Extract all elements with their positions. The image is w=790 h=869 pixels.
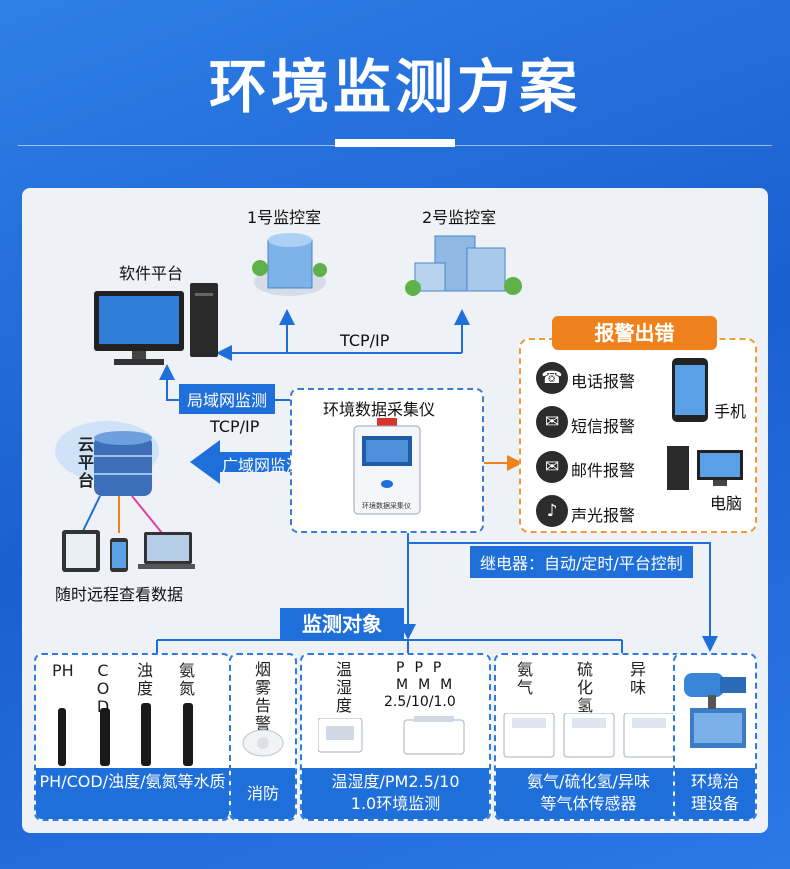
mail-icon: ✉: [536, 451, 568, 483]
software-label: 软件平台: [119, 264, 184, 283]
environment-footer-line2: 1.0环境监测: [350, 794, 441, 813]
treatment-footer-line1: 环境治: [690, 772, 739, 791]
param-smoke: 烟雾告警: [254, 660, 271, 733]
temp-humidity-sensor-icon: [318, 718, 363, 753]
gas-footer-line2: 等气体传感器: [540, 794, 637, 813]
param-ammonia: 氨氮: [178, 661, 195, 698]
phone-icon: ☎: [536, 362, 568, 394]
connector-lines: [81, 309, 718, 653]
ph-probe-icon: [58, 708, 66, 766]
environment-footer-line1: 温湿度/PM2.5/10: [331, 772, 460, 791]
param-odor: 异味: [629, 660, 646, 697]
pm-row-bottom: 2.5/10/1.0: [384, 694, 456, 710]
lan-tag: 局域网监测: [179, 384, 276, 414]
monitor-objects-title: 监测对象: [280, 608, 404, 640]
alarm-item-siren: 声光报警: [571, 506, 636, 525]
relay-tag: 继电器：自动/定时/平台控制: [470, 546, 693, 578]
page-title: 环境监测方案: [208, 53, 581, 121]
alarm-item-sms: 短信报警: [571, 417, 636, 436]
building2-icon: [405, 235, 522, 296]
desktop-computer-icon: [94, 283, 218, 365]
cloud-label: 云平台: [77, 435, 94, 490]
alarm-title: 报警出错: [552, 316, 717, 350]
smoke-detector-icon: [242, 729, 284, 757]
pm-sensor-icon: [403, 716, 465, 755]
sms-icon: ✉: [536, 406, 568, 438]
building1-icon: [252, 233, 327, 296]
param-temp-humidity: 温湿度: [335, 660, 352, 715]
mobile-phone-icon: [672, 358, 708, 422]
pm-row-top: PPP: [396, 660, 452, 676]
wan-label: 广域网监测: [222, 456, 303, 475]
pc-device-label: 电脑: [710, 494, 743, 513]
treatment-footer: 环境治 理设备: [675, 768, 755, 819]
param-turbidity: 浊度: [136, 661, 153, 698]
cloud-server-icon: [55, 421, 159, 496]
data-collector-device-icon: [353, 418, 421, 515]
param-ph: PH: [52, 661, 74, 680]
remote-label: 随时远程查看数据: [55, 585, 184, 604]
param-ammonia-gas: 氨气: [516, 660, 533, 697]
water-quality-footer: PH/COD/浊度/氨氮等水质: [36, 768, 229, 819]
remote-devices-icon: [62, 530, 195, 572]
mist-cannon-icon: [684, 673, 746, 748]
phone-device-label: 手机: [714, 402, 747, 421]
collector-label: 环境数据采集仪: [323, 400, 436, 419]
alarm-item-mail: 邮件报警: [571, 461, 636, 480]
param-h2s: 硫化氢: [576, 660, 593, 715]
tcp-label-mid: TCP/IP: [210, 417, 260, 436]
pc-icon: [667, 446, 743, 490]
siren-icon: ♪: [536, 495, 568, 527]
collector-device-text: 环境数据采集仪: [362, 502, 411, 510]
alarm-item-phone: 电话报警: [571, 372, 636, 391]
title-accent-bar: [335, 139, 455, 147]
gas-footer-line1: 氨气/硫化氢/异味: [527, 772, 650, 791]
ammonia-probe-icon: [183, 703, 193, 766]
tcp-label-top: TCP/IP: [340, 331, 390, 350]
treatment-footer-line2: 理设备: [690, 794, 739, 813]
room1-label: 1号监控室: [247, 208, 322, 227]
fire-footer: 消防: [231, 768, 295, 819]
environment-footer: 温湿度/PM2.5/10 1.0环境监测: [302, 768, 489, 819]
gas-sensors-icon: [503, 713, 675, 758]
pm-row-mid: MMM: [396, 677, 463, 693]
diagram-panel: 1号监控室 2号监控室 软件平台 TCP/IP 局域网监测 TCP/IP 广域网…: [22, 188, 768, 833]
cod-probe-icon: [100, 708, 110, 766]
turbidity-probe-icon: [141, 703, 151, 766]
room2-label: 2号监控室: [422, 208, 497, 227]
gas-footer: 氨气/硫化氢/异味 等气体传感器: [496, 768, 681, 819]
